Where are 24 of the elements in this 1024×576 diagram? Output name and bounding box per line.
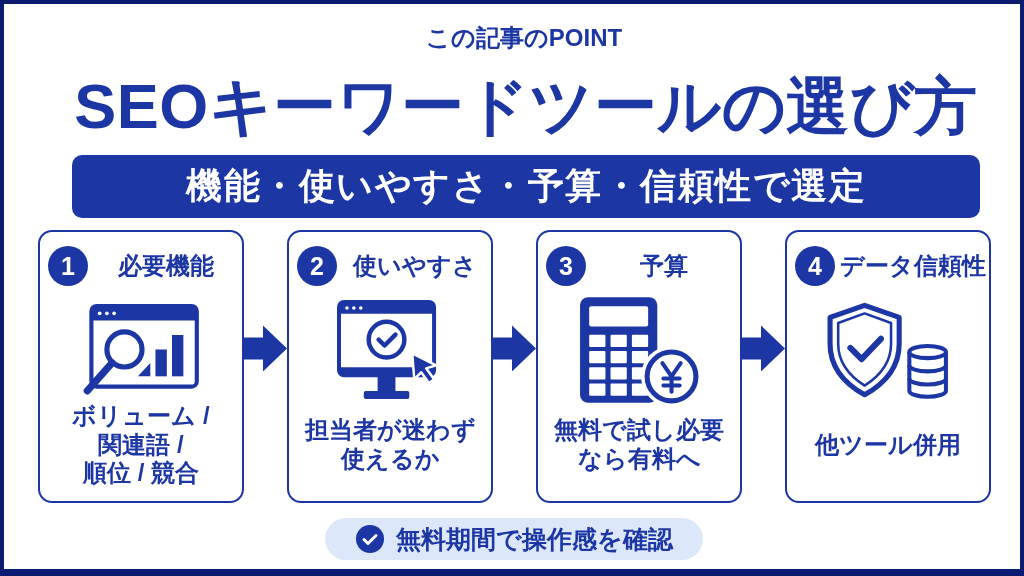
step-description: 他ツール併用	[815, 430, 961, 460]
step-description: ボリューム / 関連語 / 順位 / 競合	[71, 401, 211, 489]
arrow	[244, 325, 287, 372]
arrow	[742, 325, 785, 372]
kicker-label: この記事のPOINT	[425, 24, 623, 53]
step-card	[785, 230, 991, 503]
note-pill	[325, 518, 703, 560]
step-card	[536, 230, 742, 503]
step-number: 3	[546, 246, 586, 286]
step-number: 4	[795, 246, 835, 286]
step-heading: 予算	[640, 251, 688, 281]
arrow	[493, 325, 536, 372]
summary-banner: 機能・使いやすさ・予算・信頼性で選定	[72, 155, 980, 218]
step-number: 1	[48, 246, 88, 286]
step-number: 2	[297, 246, 337, 286]
step-card	[38, 230, 244, 503]
step-heading: 使いやすさ	[353, 251, 477, 281]
title: SEOキーワードツールの選び方	[74, 72, 978, 142]
note-text: 無料期間で操作感を確認	[395, 524, 673, 554]
step-heading: 必要機能	[118, 251, 214, 281]
step-card	[287, 230, 493, 503]
step-description: 担当者が迷わず使えるか	[303, 416, 477, 474]
step-description: 無料で試し必要なら有料へ	[553, 416, 725, 474]
step-heading: データ信頼性	[840, 251, 986, 281]
